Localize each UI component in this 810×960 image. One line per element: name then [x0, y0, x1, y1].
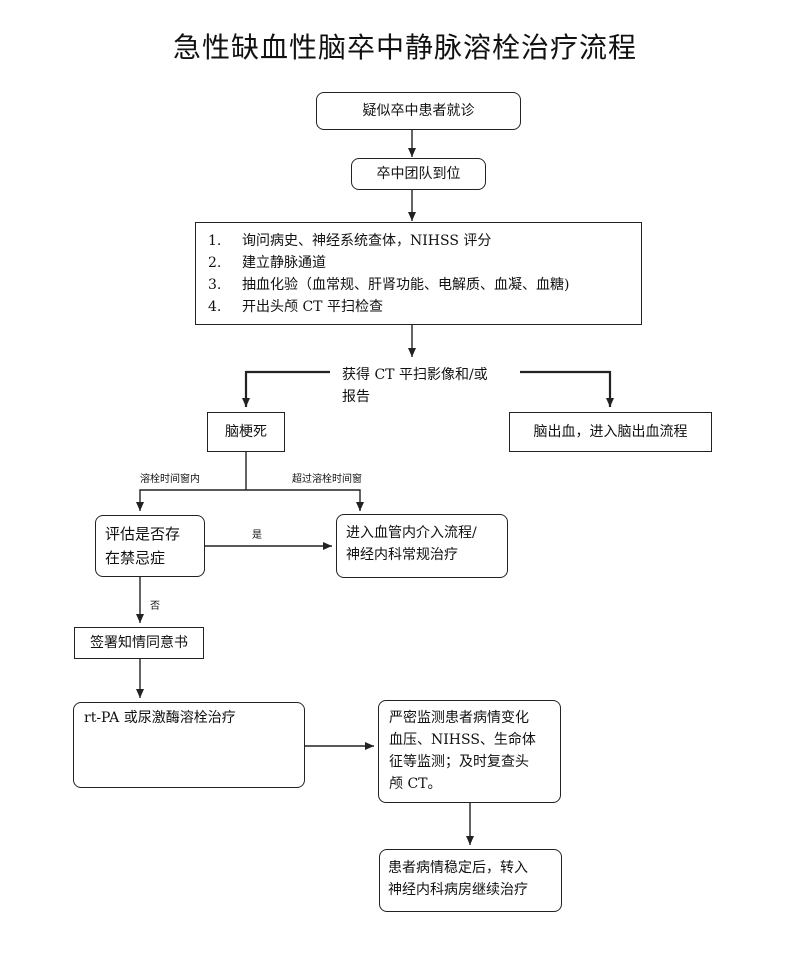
page-title: 急性缺血性脑卒中静脉溶栓治疗流程: [172, 31, 637, 64]
label-beyond-window: 超过溶栓时间窗: [292, 474, 362, 485]
initial-steps-list: 1.询问病史、神经系统查体，NIHSS 评分 2.建立静脉通道 3.抽血化验（血…: [208, 230, 629, 318]
node-interventional: 进入血管内介入流程/ 神经内科常规治疗: [336, 514, 508, 578]
arrow-within-window: [136, 489, 246, 511]
label-yes: 是: [252, 530, 262, 541]
list-item: 2.建立静脉通道: [208, 255, 326, 271]
node-cerebral-infarction: 脑梗死: [207, 412, 285, 452]
node-cerebral-hemorrhage: 脑出血，进入脑出血流程: [509, 412, 712, 452]
list-item: 4.开出头颅 CT 平扫检查: [208, 299, 383, 315]
node-assess-contraindication: 评估是否存 在禁忌症: [95, 515, 205, 577]
label-no: 否: [150, 601, 160, 612]
node-thrombolysis: rt-PA 或尿激酶溶栓治疗: [73, 702, 305, 788]
node-suspected-patient: 疑似卒中患者就诊: [316, 92, 521, 130]
arrow-ct-to-infarction: [242, 370, 330, 407]
arrow-ct-to-hemorrhage: [520, 370, 614, 407]
label-within-window: 溶栓时间窗内: [140, 474, 200, 485]
list-item: 1.询问病史、神经系统查体，NIHSS 评分: [208, 233, 492, 249]
arrow-beyond-window: [246, 489, 364, 511]
node-initial-steps: 1.询问病史、神经系统查体，NIHSS 评分 2.建立静脉通道 3.抽血化验（血…: [195, 222, 642, 325]
node-informed-consent: 签署知情同意书: [74, 627, 204, 659]
node-transfer: 患者病情稳定后，转入 神经内科病房继续治疗: [379, 849, 562, 912]
node-monitoring: 严密监测患者病情变化 血压、NIHSS、生命体 征等监测；及时复查头 颅 CT。: [378, 700, 561, 803]
node-ct-result: 获得 CT 平扫影像和/或 报告: [342, 367, 488, 405]
node-stroke-team: 卒中团队到位: [351, 158, 486, 190]
list-item: 3.抽血化验（血常规、肝肾功能、电解质、血凝、血糖): [208, 277, 570, 293]
